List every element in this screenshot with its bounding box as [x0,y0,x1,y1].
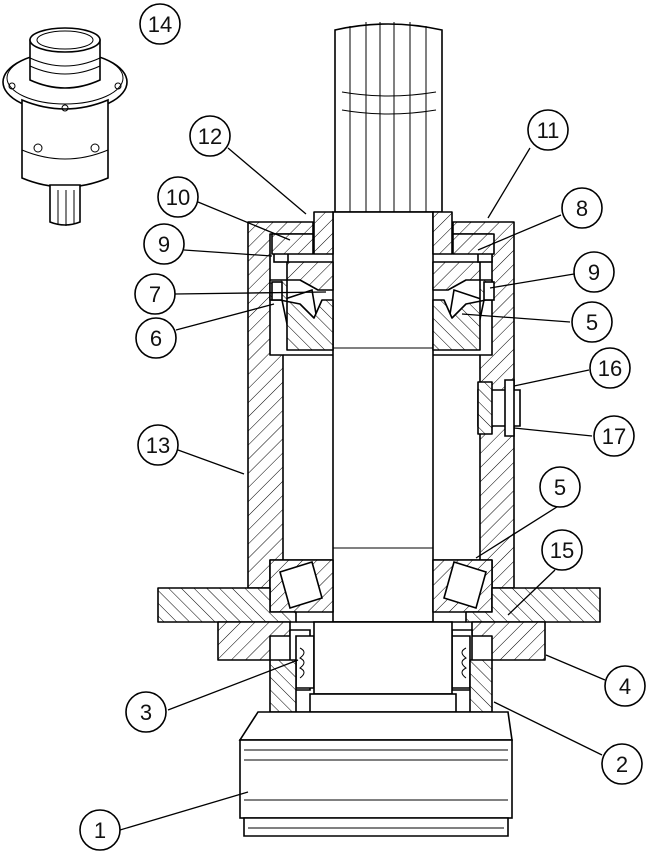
svg-text:13: 13 [146,433,170,458]
svg-text:8: 8 [576,196,588,221]
callout-11: 11 [527,109,569,151]
svg-text:5: 5 [586,310,598,335]
callout-13: 13 [137,424,179,466]
callout-8: 8 [561,187,603,229]
callout-5-upper: 5 [571,301,613,343]
seal-and-lower-housing [269,621,493,713]
callout-3: 3 [125,691,167,733]
callout-7: 7 [134,273,176,315]
svg-text:2: 2 [616,752,628,777]
callout-10: 10 [157,176,199,218]
callout-5-lower: 5 [539,466,581,508]
svg-text:15: 15 [550,538,574,563]
svg-text:17: 17 [602,424,626,449]
callout-16: 16 [589,347,631,389]
iso-view-part-14 [2,27,128,226]
svg-text:7: 7 [149,282,161,307]
svg-text:5: 5 [554,475,566,500]
callout-17: 17 [593,415,635,457]
svg-text:9: 9 [158,232,170,257]
inner-shaft [313,211,453,623]
flange-plate [157,587,601,623]
svg-text:6: 6 [150,326,162,351]
callout-9-right: 9 [573,251,615,293]
lower-bearing [269,559,493,613]
callout-6: 6 [135,317,177,359]
callout-9-left: 9 [143,223,185,265]
callout-1: 1 [79,809,121,851]
svg-text:16: 16 [598,356,622,381]
callout-15: 15 [541,529,583,571]
svg-text:4: 4 [619,674,631,699]
callout-4: 4 [604,665,646,707]
svg-text:9: 9 [588,260,600,285]
callout-14: 14 [139,3,181,45]
svg-text:3: 3 [140,700,152,725]
svg-text:14: 14 [148,12,172,37]
leader-lines [119,19,606,831]
callout-12: 12 [189,115,231,157]
svg-text:10: 10 [166,185,190,210]
svg-text:1: 1 [94,818,106,843]
callout-2: 2 [601,743,643,785]
svg-text:11: 11 [537,118,560,143]
svg-text:12: 12 [198,124,222,149]
top-bearing [269,233,495,351]
base-1 [238,711,513,837]
